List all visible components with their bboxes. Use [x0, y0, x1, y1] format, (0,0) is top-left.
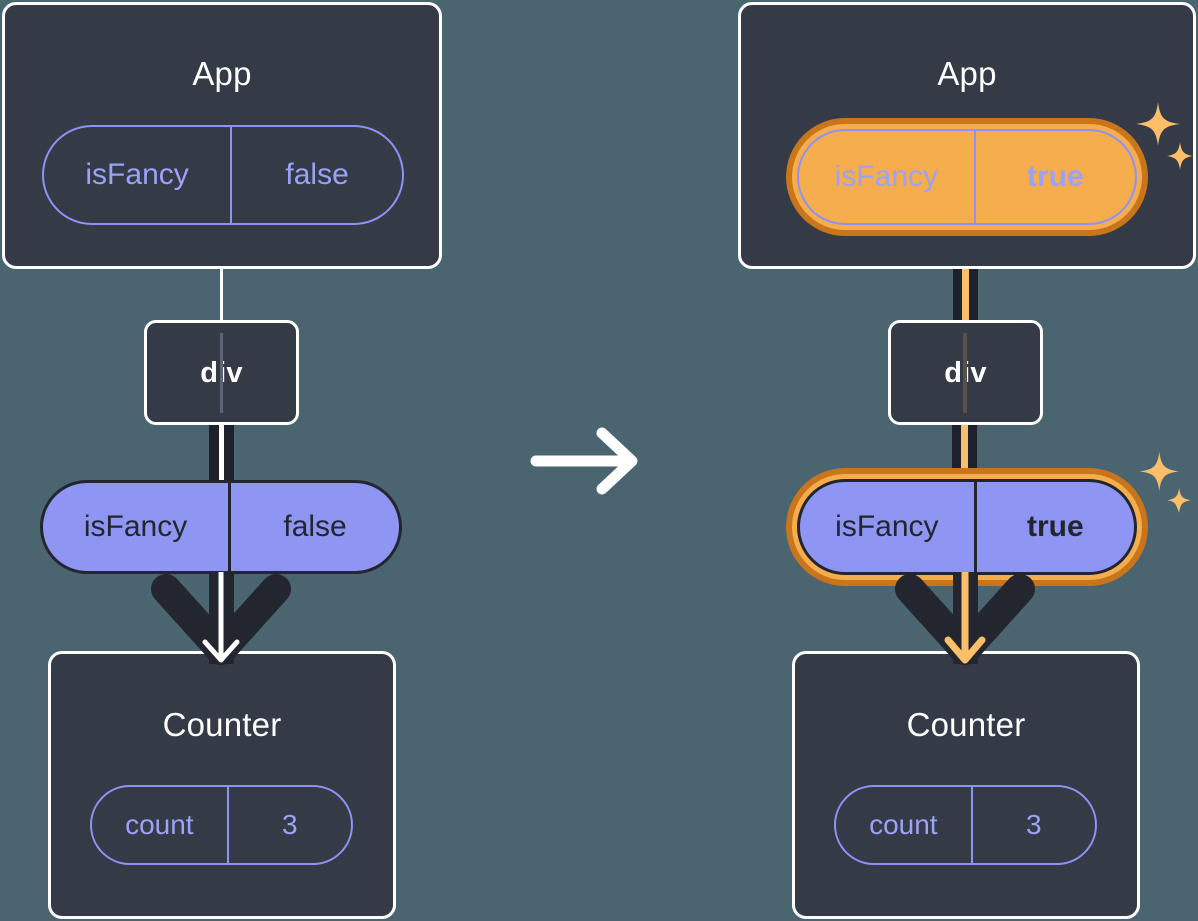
transition-arrow-icon [530, 427, 638, 495]
pill-app-state-after[interactable]: isFancy true [797, 129, 1137, 225]
connector-div-to-prop-stripe-before [219, 424, 224, 486]
pill-counter-state-before[interactable]: count 3 [90, 785, 353, 865]
highlight-ring-prop-after: isFancy true [786, 468, 1148, 586]
arrow-prop-to-counter-after [895, 572, 1035, 665]
pill-counter-state-after[interactable]: count 3 [834, 785, 1097, 865]
connector-div-to-prop-stripe-after [961, 424, 968, 486]
highlight-ring-inner: isFancy true [792, 124, 1142, 230]
sparkle-icon-prop-after [1139, 451, 1191, 513]
pill-prop-before[interactable]: isFancy false [40, 480, 402, 574]
sparkle-icon-app-after [1136, 102, 1193, 170]
pill-value: false [230, 127, 402, 223]
arrow-prop-to-counter-before [151, 572, 291, 665]
highlight-ring-app-state-after: isFancy true [786, 118, 1148, 236]
pill-key: count [125, 809, 194, 840]
pill-prop-after[interactable]: isFancy true [797, 479, 1137, 575]
pill-value: 3 [970, 787, 1095, 863]
node-app-title-before: App [192, 55, 252, 92]
connector-inside-div-after [963, 333, 967, 413]
pill-key: isFancy [834, 160, 939, 193]
pill-key: count [869, 809, 938, 840]
connector-inside-div-before [220, 333, 223, 413]
node-counter-title-before: Counter [162, 706, 282, 743]
node-app-title-after: App [937, 55, 997, 92]
pill-value: 3 [226, 787, 351, 863]
connector-app-to-div-before [220, 266, 223, 322]
pill-value: false [228, 483, 399, 571]
pill-key: isFancy [835, 510, 939, 543]
highlight-ring-inner: isFancy true [792, 474, 1142, 580]
pill-key: isFancy [83, 510, 188, 543]
node-counter-title-after: Counter [906, 706, 1026, 743]
pill-app-state-before[interactable]: isFancy false [42, 125, 404, 225]
pill-value: true [973, 131, 1135, 223]
pill-value: true [973, 482, 1134, 572]
pill-key: isFancy [85, 158, 189, 191]
